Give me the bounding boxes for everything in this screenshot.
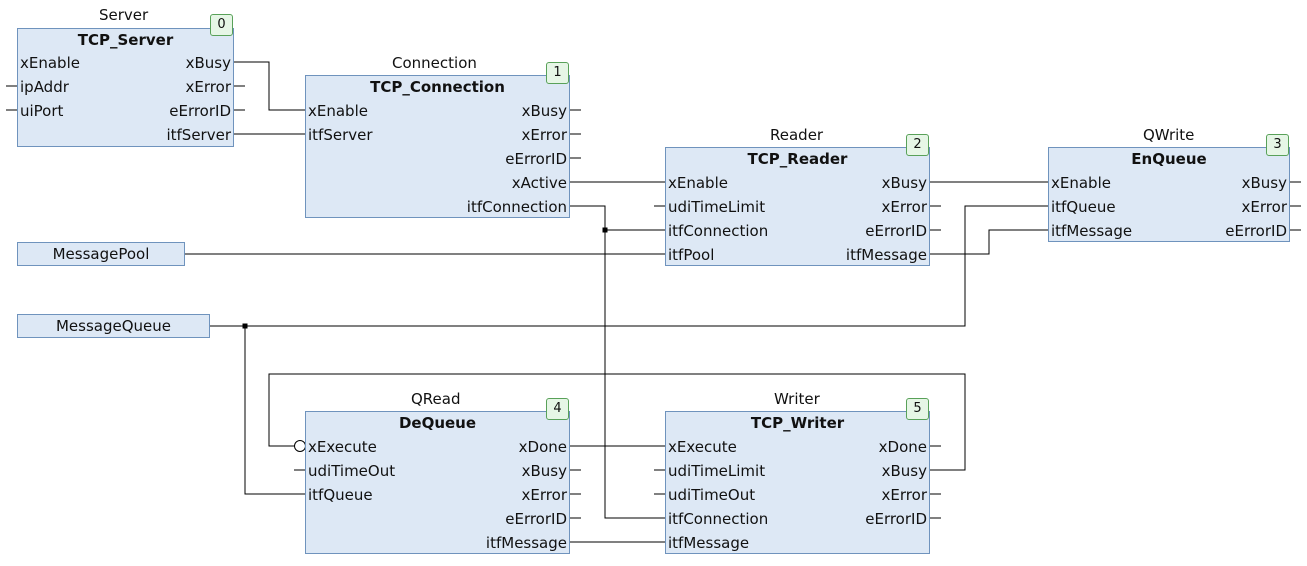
pin-connection-itfserver[interactable]: itfServer bbox=[308, 126, 373, 144]
fb-qwrite-instance-label: QWrite bbox=[1143, 126, 1195, 144]
fb-qwrite[interactable]: EnQueue 3 xEnable itfQueue itfMessage xB… bbox=[1048, 134, 1290, 242]
wire-server-xbusy-to-connection-xenable bbox=[233, 61, 306, 111]
pin-writer-xdone[interactable]: xDone bbox=[878, 438, 927, 456]
fb-reader-instance-label: Reader bbox=[770, 126, 824, 144]
pin-server-itfserver[interactable]: itfServer bbox=[166, 126, 231, 144]
pin-reader-itfconnection[interactable]: itfConnection bbox=[668, 222, 769, 240]
fb-writer-instance-label: Writer bbox=[774, 390, 820, 408]
pin-qread-xdone[interactable]: xDone bbox=[518, 438, 567, 456]
fb-writer-number: 5 bbox=[906, 398, 929, 420]
fb-qread-number: 4 bbox=[546, 398, 569, 420]
pin-reader-itfpool[interactable]: itfPool bbox=[668, 246, 715, 264]
fb-server-instance-label: Server bbox=[99, 6, 149, 24]
var-messagequeue[interactable]: MessageQueue bbox=[17, 314, 210, 338]
wire-messagequeue-to-qwrite-itfqueue bbox=[209, 205, 1049, 327]
pin-qwrite-itfqueue[interactable]: itfQueue bbox=[1051, 198, 1116, 216]
pin-writer-itfconnection[interactable]: itfConnection bbox=[668, 510, 769, 528]
pin-writer-itfmessage[interactable]: itfMessage bbox=[668, 534, 750, 552]
pin-reader-xenable[interactable]: xEnable bbox=[668, 174, 728, 192]
fb-reader-type: TCP_Reader bbox=[747, 150, 848, 168]
pin-reader-itfmessage[interactable]: itfMessage bbox=[845, 246, 927, 264]
fb-server[interactable]: TCP_Server 0 xEnable ipAddr uiPort xBusy… bbox=[17, 14, 234, 147]
pin-qread-xbusy[interactable]: xBusy bbox=[521, 462, 567, 480]
pin-qread-itfqueue[interactable]: itfQueue bbox=[308, 486, 373, 504]
pin-server-eerrorid[interactable]: eErrorID bbox=[169, 102, 231, 120]
fb-qread-instance-label: QRead bbox=[411, 390, 461, 408]
negation-circle bbox=[294, 440, 306, 452]
wire-connection-itfconnection bbox=[569, 205, 666, 519]
pin-reader-xbusy[interactable]: xBusy bbox=[881, 174, 927, 192]
fb-server-number: 0 bbox=[210, 14, 233, 36]
pin-server-uiport[interactable]: uiPort bbox=[20, 102, 64, 120]
pin-qwrite-xbusy[interactable]: xBusy bbox=[1241, 174, 1287, 192]
wire-reader-itfmessage-to-qwrite-itfmessage bbox=[929, 229, 1049, 255]
pin-qread-itfmessage[interactable]: itfMessage bbox=[485, 534, 567, 552]
pin-stubs bbox=[6, 85, 1301, 519]
pin-connection-xerror[interactable]: xError bbox=[521, 126, 567, 144]
pin-server-ipaddr[interactable]: ipAddr bbox=[20, 78, 69, 96]
var-messagepool[interactable]: MessagePool bbox=[17, 242, 185, 266]
pin-qread-xexecute[interactable]: xExecute bbox=[308, 438, 377, 456]
pin-qwrite-xenable[interactable]: xEnable bbox=[1051, 174, 1111, 192]
pin-qread-xerror[interactable]: xError bbox=[521, 486, 567, 504]
pin-writer-xbusy[interactable]: xBusy bbox=[881, 462, 927, 480]
pin-connection-xenable[interactable]: xEnable bbox=[308, 102, 368, 120]
fb-connection-number: 1 bbox=[546, 62, 569, 84]
pin-connection-itfconnection[interactable]: itfConnection bbox=[466, 198, 567, 216]
pin-reader-eerrorid[interactable]: eErrorID bbox=[865, 222, 927, 240]
fb-reader-number: 2 bbox=[906, 134, 929, 156]
fb-qread-type: DeQueue bbox=[398, 414, 477, 432]
pin-server-xenable[interactable]: xEnable bbox=[20, 54, 80, 72]
pin-qread-uditimeout[interactable]: udiTimeOut bbox=[308, 462, 396, 480]
fb-qread[interactable]: DeQueue 4 xExecute udiTimeOut itfQueue x… bbox=[305, 398, 570, 554]
pin-qwrite-eerrorid[interactable]: eErrorID bbox=[1225, 222, 1287, 240]
fb-connection-type: TCP_Connection bbox=[370, 78, 505, 96]
fb-connection-instance-label: Connection bbox=[392, 54, 477, 72]
fb-writer-type: TCP_Writer bbox=[750, 414, 845, 432]
pin-server-xerror[interactable]: xError bbox=[185, 78, 231, 96]
junction-dot-messagequeue bbox=[242, 323, 248, 329]
pin-connection-eerrorid[interactable]: eErrorID bbox=[505, 150, 567, 168]
junction-dot-itfconnection bbox=[602, 227, 608, 233]
pin-writer-eerrorid[interactable]: eErrorID bbox=[865, 510, 927, 528]
pin-writer-uditimelimit[interactable]: udiTimeLimit bbox=[668, 462, 766, 480]
fb-server-type: TCP_Server bbox=[77, 31, 174, 49]
pin-server-xbusy[interactable]: xBusy bbox=[185, 54, 231, 72]
pin-connection-xactive[interactable]: xActive bbox=[511, 174, 567, 192]
pin-reader-uditimelimit[interactable]: udiTimeLimit bbox=[668, 198, 766, 216]
pin-connection-xbusy[interactable]: xBusy bbox=[521, 102, 567, 120]
wire-messagequeue-to-qread-itfqueue bbox=[244, 326, 306, 495]
pin-qwrite-itfmessage[interactable]: itfMessage bbox=[1051, 222, 1133, 240]
fb-reader[interactable]: TCP_Reader 2 xEnable udiTimeLimit itfCon… bbox=[665, 134, 930, 266]
pin-qread-eerrorid[interactable]: eErrorID bbox=[505, 510, 567, 528]
pin-writer-xexecute[interactable]: xExecute bbox=[668, 438, 737, 456]
fb-connection[interactable]: TCP_Connection 1 xEnable itfServer xBusy… bbox=[305, 62, 570, 218]
pin-writer-uditimeout[interactable]: udiTimeOut bbox=[668, 486, 756, 504]
pin-reader-xerror[interactable]: xError bbox=[881, 198, 927, 216]
pin-qwrite-xerror[interactable]: xError bbox=[1241, 198, 1287, 216]
pin-writer-xerror[interactable]: xError bbox=[881, 486, 927, 504]
wire-writer-xbusy-feedback bbox=[268, 373, 966, 471]
fb-qwrite-type: EnQueue bbox=[1131, 150, 1207, 168]
fb-qwrite-number: 3 bbox=[1266, 134, 1289, 156]
fb-writer[interactable]: TCP_Writer 5 xExecute udiTimeLimit udiTi… bbox=[665, 398, 930, 554]
